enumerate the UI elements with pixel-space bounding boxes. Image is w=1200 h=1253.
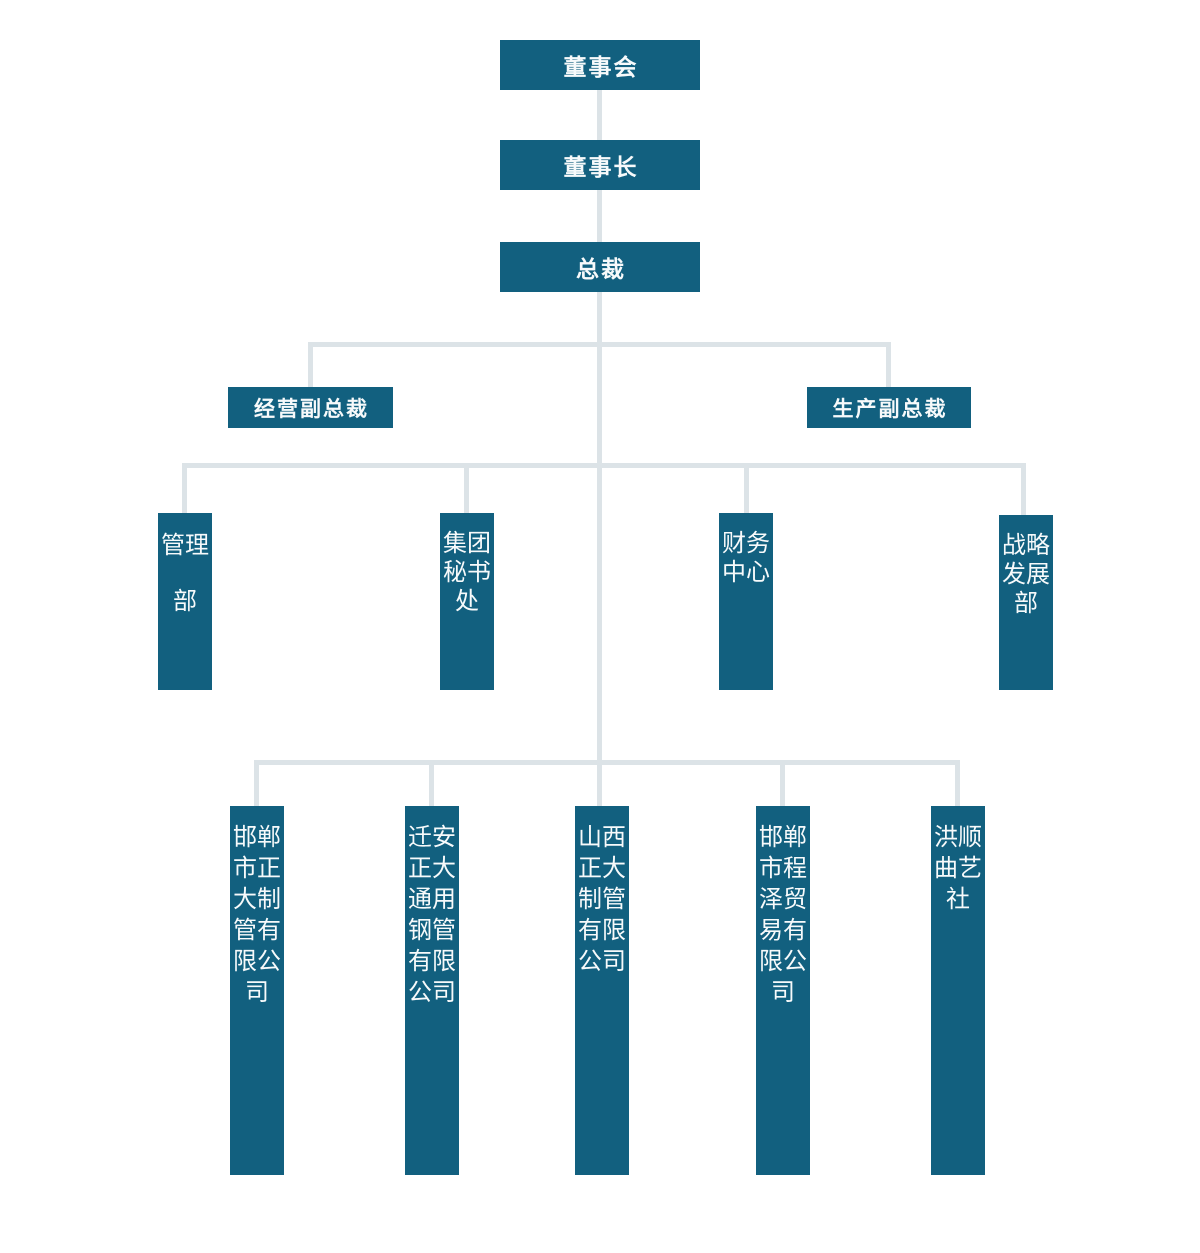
org-node-shanxi-zhengda: 山西正大制管有限公司 <box>575 806 629 1175</box>
org-node-vp-operations: 经营副总裁 <box>228 387 393 428</box>
connector-handan-chengze-stub <box>780 760 785 806</box>
org-node-president: 总裁 <box>500 242 700 292</box>
org-node-qianan-zhengda: 迁安正大通用钢管有限公司 <box>405 806 459 1175</box>
org-node-label: 生产副总裁 <box>832 396 948 421</box>
connector-subsidiary-rail <box>254 760 960 765</box>
connector-handan-zhengda-stub <box>254 760 259 806</box>
connector-qianan-zhengda-stub <box>429 760 434 806</box>
org-node-chairman: 董事长 <box>500 140 700 190</box>
org-node-label: 经营副总裁 <box>254 396 369 421</box>
connector-finance-stub <box>744 463 749 513</box>
connector-vp-production-stub <box>886 342 891 387</box>
org-node-handan-zhengda: 邯郸市正大制管有限公司 <box>230 806 284 1175</box>
connector-board-chairman <box>597 90 602 140</box>
connector-vp-rail <box>308 342 888 347</box>
org-node-handan-chengze: 邯郸市程泽贸易有限公司 <box>756 806 810 1175</box>
org-node-finance-center: 财务中心 <box>719 513 773 690</box>
org-node-hongshun-quyi: 洪顺曲艺社 <box>931 806 985 1175</box>
connector-hongshun-stub <box>955 760 960 806</box>
org-node-vp-production: 生产副总裁 <box>807 387 971 428</box>
connector-strategy-stub <box>1021 463 1026 515</box>
org-node-label: 董事会 <box>563 55 639 80</box>
connector-vp-operations-stub <box>308 342 313 387</box>
connector-president-trunk <box>597 292 602 806</box>
org-node-label: 总裁 <box>576 257 626 282</box>
connector-management-stub <box>182 463 187 513</box>
connector-secretariat-stub <box>464 463 469 513</box>
org-node-management-dept: 管理部 <box>158 513 212 690</box>
org-node-label: 董事长 <box>563 155 639 180</box>
connector-chairman-president <box>597 190 602 242</box>
org-node-group-secretariat: 集团秘书处 <box>440 513 494 690</box>
connector-dept-rail <box>182 463 1026 468</box>
org-node-board: 董事会 <box>500 40 700 90</box>
org-node-strategy-dept: 战略发展部 <box>999 515 1053 690</box>
